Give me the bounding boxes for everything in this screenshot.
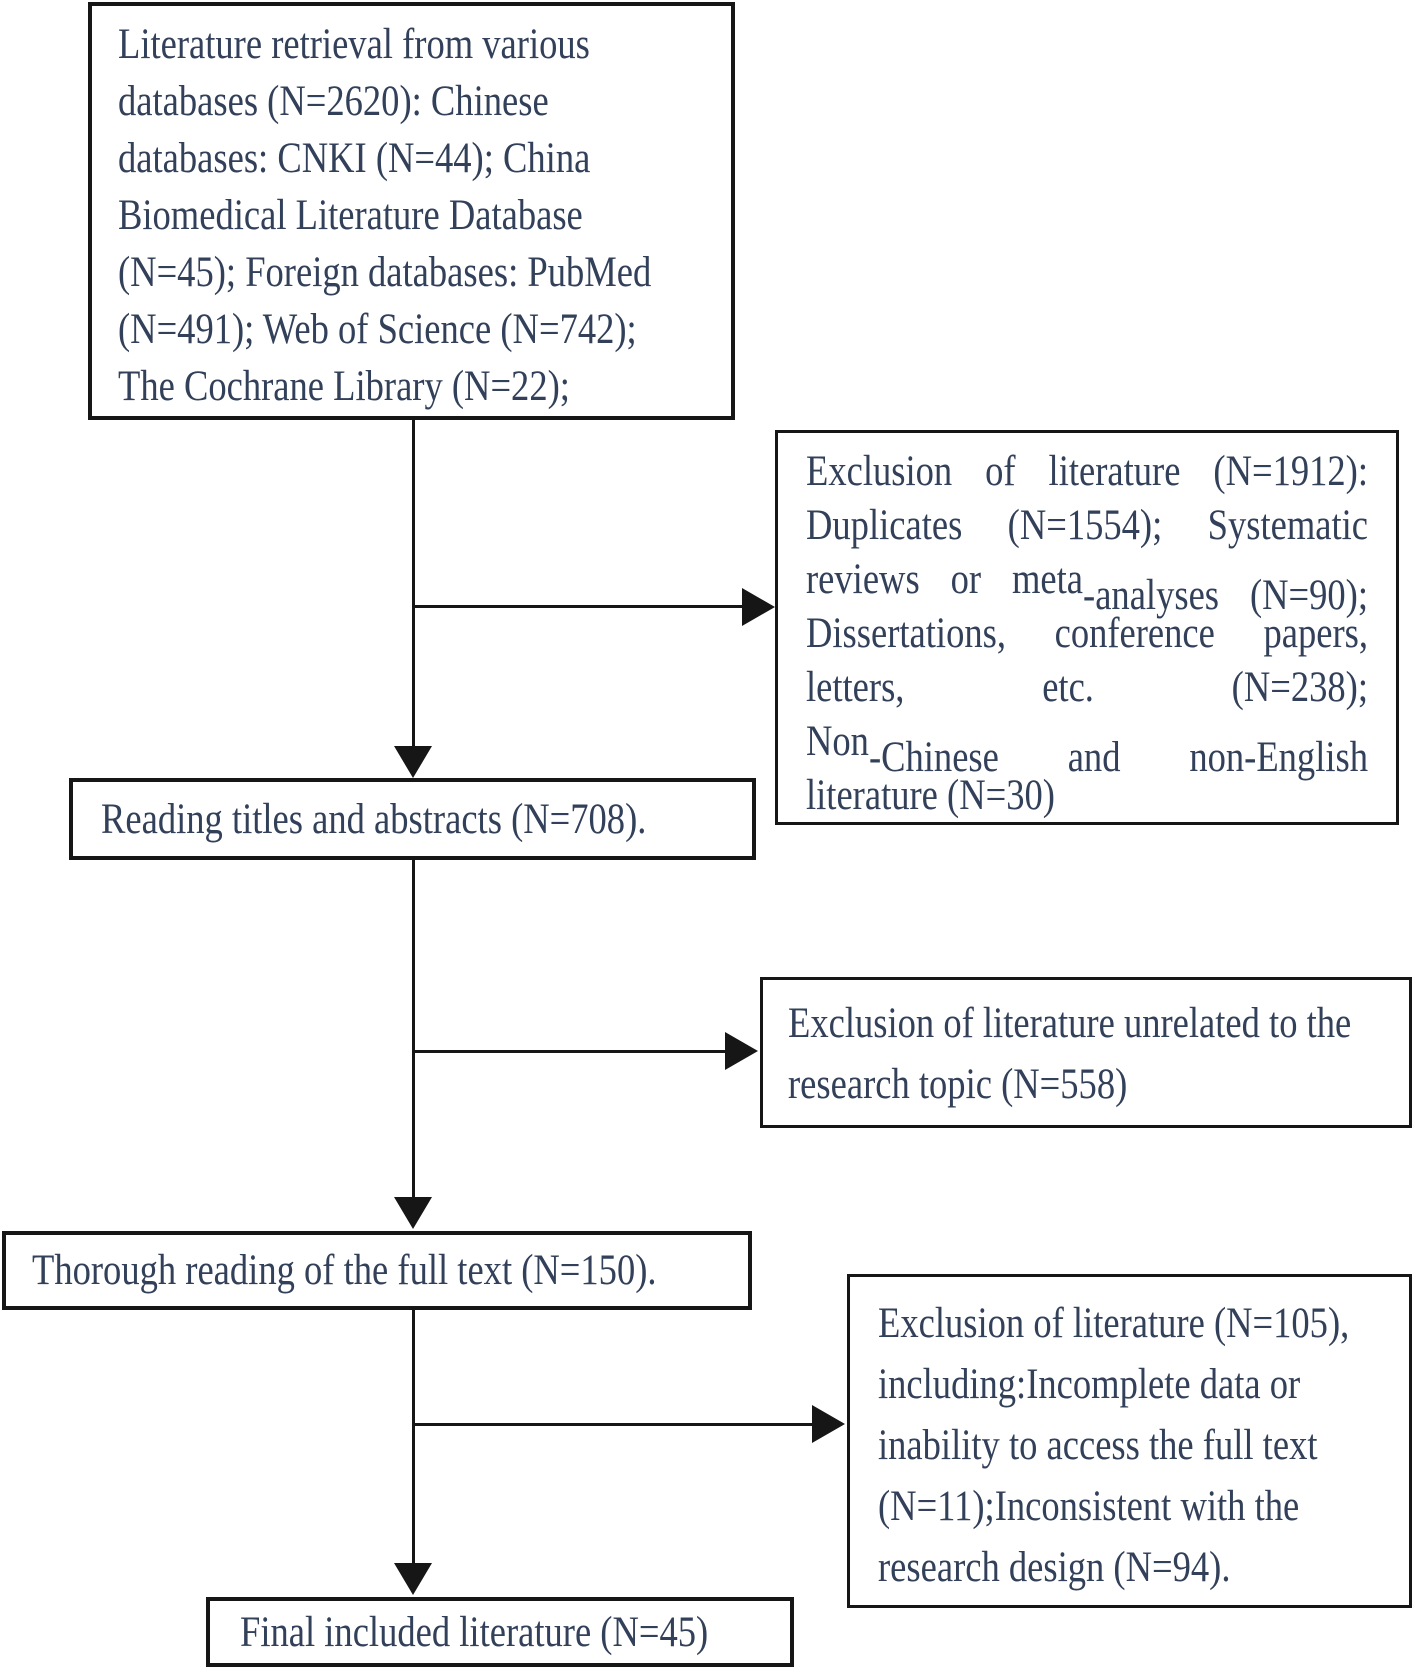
text-line: Exclusion of literature (N=105), bbox=[878, 1300, 1350, 1347]
box-exclusion-unrelated: Exclusion of literature unrelated to the… bbox=[760, 977, 1412, 1128]
arrowhead-down-1 bbox=[394, 746, 432, 778]
connector-vertical-1 bbox=[412, 420, 415, 748]
text-line: research design (N=94). bbox=[878, 1544, 1231, 1591]
text-line: research topic (N=558) bbox=[788, 1061, 1128, 1108]
text-line: reviews or meta-analyses (N=90); bbox=[806, 553, 1368, 619]
text-line: The Cochrane Library (N=22); bbox=[118, 363, 570, 410]
text-line: inability to access the full text bbox=[878, 1422, 1318, 1469]
text-segment-lowered: -Chinese and non-English bbox=[868, 734, 1369, 782]
arrowhead-right-2 bbox=[725, 1032, 758, 1070]
text-line: Final included literature (N=45) bbox=[240, 1608, 709, 1656]
text-line: Duplicates (N=1554); Systematic bbox=[806, 502, 1369, 549]
text-line: Exclusion of literature unrelated to the bbox=[788, 1000, 1352, 1047]
box-literature-retrieval: Literature retrieval from various databa… bbox=[88, 2, 735, 420]
connector-vertical-2 bbox=[412, 860, 415, 1197]
box-reading-titles-abstracts: Reading titles and abstracts (N=708). bbox=[69, 778, 756, 860]
arrowhead-down-3 bbox=[394, 1563, 432, 1595]
text-line: (N=45); Foreign databases: PubMed bbox=[118, 249, 652, 296]
connector-branch-2 bbox=[412, 1050, 726, 1053]
text-line: Literature retrieval from various bbox=[118, 21, 590, 68]
text-line: (N=11);Inconsistent with the bbox=[878, 1483, 1300, 1530]
text-line: including:Incomplete data or bbox=[878, 1361, 1301, 1408]
text-line: Exclusion of literature (N=1912): bbox=[806, 448, 1369, 495]
text-line: databases (N=2620): Chinese bbox=[118, 78, 549, 125]
arrowhead-down-2 bbox=[394, 1197, 432, 1229]
text-line: letters, etc. (N=238); bbox=[806, 664, 1369, 711]
text-segment-lowered: -analyses (N=90); bbox=[1083, 572, 1369, 620]
arrowhead-right-1 bbox=[742, 588, 775, 626]
box-exclusion-initial: Exclusion of literature (N=1912): Duplic… bbox=[775, 430, 1399, 825]
text-line: Reading titles and abstracts (N=708). bbox=[101, 795, 647, 843]
text-line: databases: CNKI (N=44); China bbox=[118, 135, 591, 182]
text-line: Thorough reading of the full text (N=150… bbox=[32, 1247, 657, 1294]
connector-branch-1 bbox=[412, 605, 744, 608]
box-exclusion-fulltext: Exclusion of literature (N=105), includi… bbox=[847, 1274, 1412, 1608]
box-final-included: Final included literature (N=45) bbox=[206, 1597, 794, 1667]
connector-vertical-3 bbox=[412, 1310, 415, 1563]
text-line: literature (N=30) bbox=[806, 772, 1055, 819]
text-segment: reviews or meta bbox=[806, 556, 1084, 603]
text-line: (N=491); Web of Science (N=742); bbox=[118, 306, 637, 353]
text-line: Dissertations, conference papers, bbox=[806, 610, 1369, 657]
text-line: Non-Chinese and non-English bbox=[806, 715, 1368, 781]
box-thorough-reading: Thorough reading of the full text (N=150… bbox=[2, 1231, 752, 1310]
arrowhead-right-3 bbox=[812, 1405, 845, 1443]
text-line: Biomedical Literature Database bbox=[118, 192, 583, 239]
connector-branch-3 bbox=[412, 1423, 814, 1426]
text-segment: Non bbox=[806, 718, 869, 765]
